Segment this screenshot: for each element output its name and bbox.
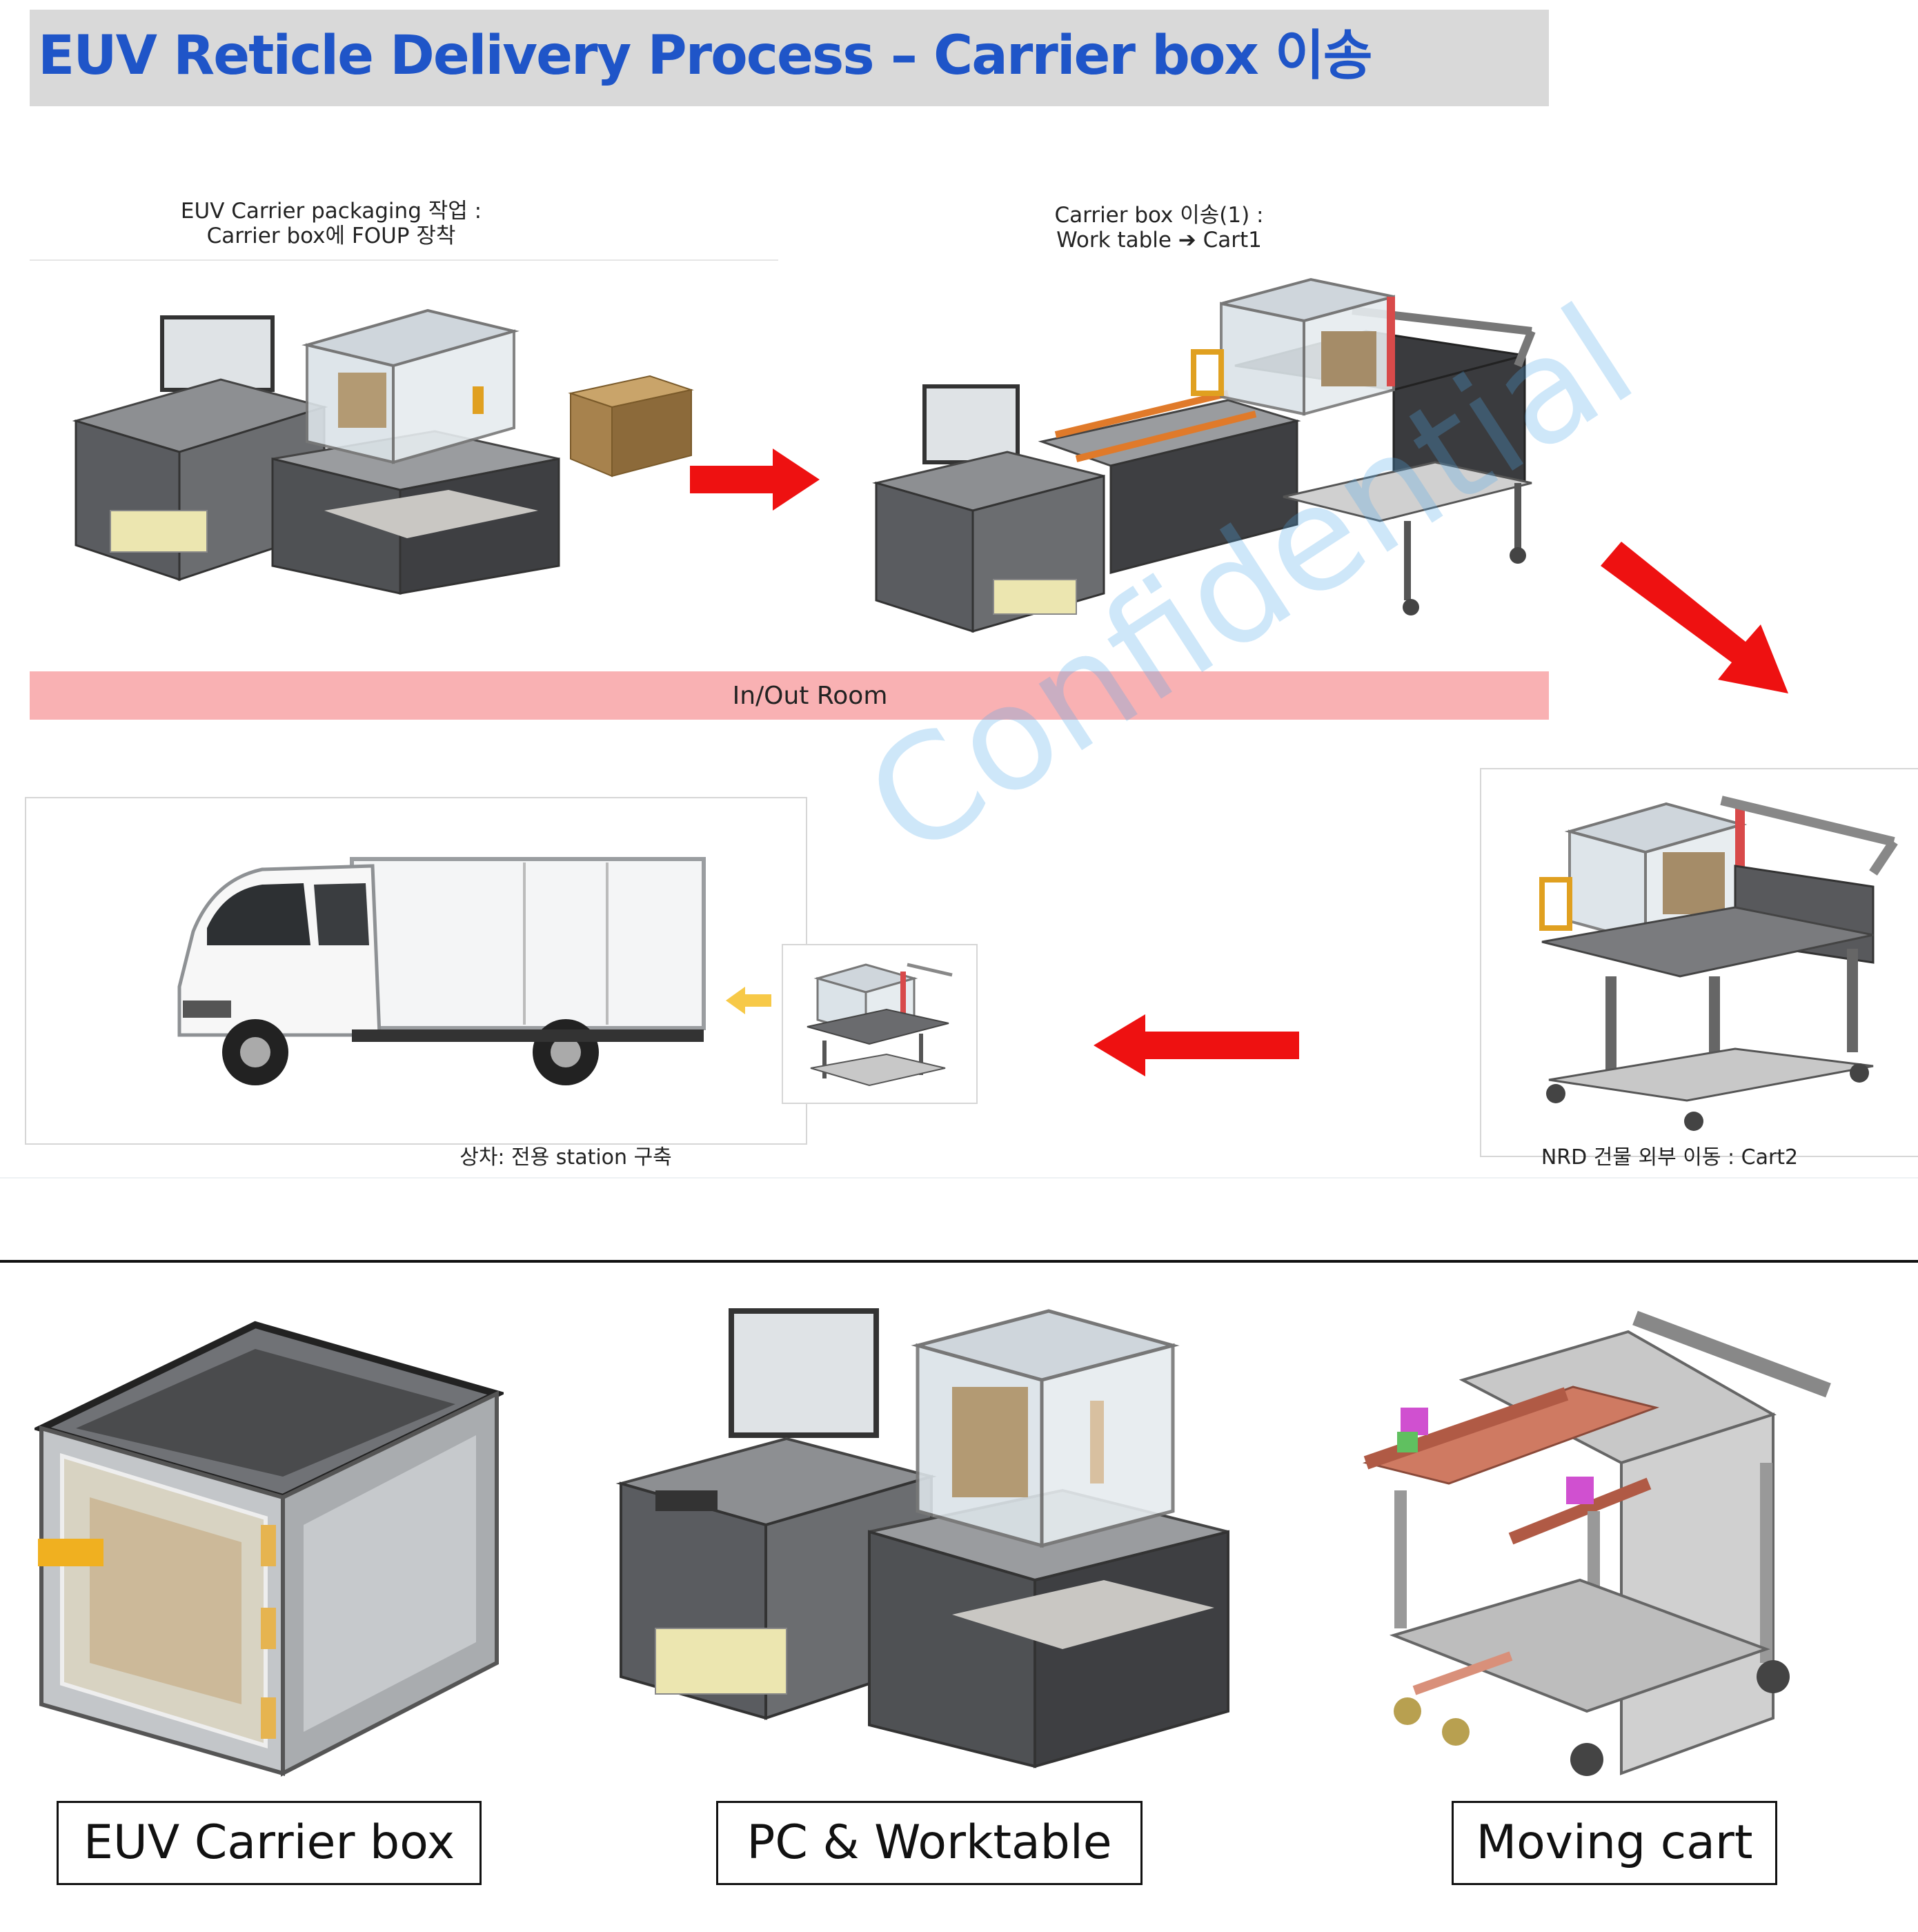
cart-icon	[1539, 796, 1898, 1131]
room-label: In/Out Room	[732, 682, 888, 710]
caption-line: 상차: 전용 station 구축	[459, 1145, 672, 1170]
page-title: EUV Reticle Delivery Process – Carrier b…	[38, 25, 1372, 87]
arrow-right-icon	[690, 448, 820, 511]
room-band	[30, 671, 1549, 720]
carrier-box-icon	[34, 1321, 504, 1777]
workstation-icon	[72, 308, 560, 595]
label-pc-worktable: PC & Worktable	[716, 1801, 1143, 1885]
step-loading-outside-caption: NRD 건물 외부 이동 : Cart2	[1421, 1145, 1918, 1170]
label-moving-cart: Moving cart	[1452, 1801, 1777, 1885]
arrow-down-right-icon	[1601, 542, 1788, 693]
step-packaging-caption: EUV Carrier packaging 작업 : Carrier box에 …	[145, 199, 517, 248]
workstation-icon	[615, 1308, 1229, 1768]
arrow-left-icon	[726, 987, 771, 1014]
truck-icon	[177, 857, 706, 1085]
step-transfer1-caption: Carrier box 이송(1) : Work table ➔ Cart1	[980, 203, 1338, 253]
caption-line: Work table ➔ Cart1	[1056, 228, 1262, 253]
title-bar	[30, 10, 1549, 106]
caption-line: NRD 건물 외부 이동 : Cart2	[1541, 1145, 1799, 1170]
caption-line: EUV Carrier packaging 작업 :	[180, 199, 482, 224]
caption-line: Carrier box 이송(1) :	[1054, 203, 1264, 228]
label-carrier-box: EUV Carrier box	[57, 1801, 482, 1885]
cart-icon	[872, 277, 1536, 633]
caption-line: Carrier box에 FOUP 장착	[206, 224, 456, 248]
cardboard-box-icon	[568, 375, 694, 477]
cart-icon	[1362, 1310, 1831, 1776]
step-loading-caption: 상차: 전용 station 구축	[366, 1145, 766, 1170]
section-divider-light	[0, 1177, 1918, 1179]
cart-icon	[807, 963, 953, 1087]
arrow-left-icon	[1094, 1014, 1299, 1076]
section-divider	[0, 1260, 1918, 1263]
caption-divider	[30, 259, 778, 261]
